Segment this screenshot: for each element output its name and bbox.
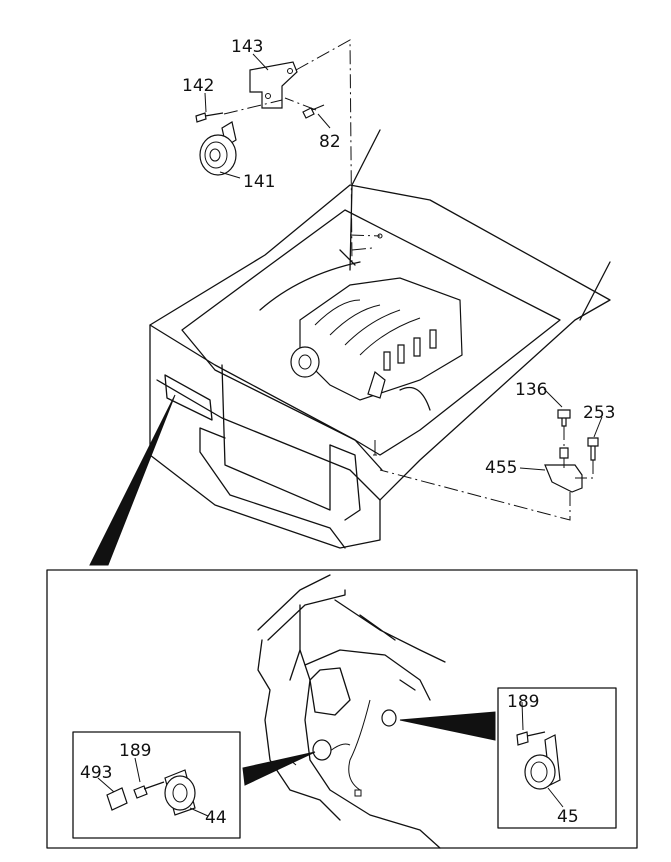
detail-panel xyxy=(46,569,638,849)
inset-left-frame xyxy=(72,731,241,839)
bolt-253 xyxy=(587,437,599,461)
leader-lines xyxy=(97,53,603,817)
callout-143: 143 xyxy=(231,37,263,57)
horn-bracket-group xyxy=(195,39,353,266)
callout-44: 44 xyxy=(205,808,227,828)
nut-493 xyxy=(106,787,128,811)
horn-44 xyxy=(164,775,196,811)
throttle-body xyxy=(290,346,320,378)
bracket-455 xyxy=(544,464,583,493)
callout-253: 253 xyxy=(583,403,615,423)
clip-136 xyxy=(557,409,571,427)
bracket-143 xyxy=(249,61,298,109)
callout-189-left: 189 xyxy=(119,741,151,761)
callout-142: 142 xyxy=(182,76,214,96)
callout-141: 141 xyxy=(243,172,275,192)
callout-45: 45 xyxy=(557,807,579,827)
callout-455: 455 xyxy=(485,458,517,478)
vehicle-front-group xyxy=(89,129,611,566)
detail-pointer-right xyxy=(399,711,496,741)
bolt-189-right xyxy=(516,731,546,746)
callout-labels: 143 142 82 141 136 253 455 189 45 493 18… xyxy=(80,37,615,828)
bolt-189-left xyxy=(133,781,165,799)
vehicle-body-outline xyxy=(149,184,611,549)
callout-189-right: 189 xyxy=(507,692,539,712)
detail-pointer-main xyxy=(89,394,176,566)
callout-493: 493 xyxy=(80,763,112,783)
callout-136: 136 xyxy=(515,380,547,400)
bolt-82 xyxy=(302,104,325,119)
callout-82: 82 xyxy=(319,132,341,152)
detail-pointer-left xyxy=(242,751,316,786)
horn-45 xyxy=(524,754,556,790)
detail-panel-frame xyxy=(46,569,638,849)
inset-right-frame xyxy=(497,687,617,829)
bolt-142 xyxy=(195,112,224,123)
